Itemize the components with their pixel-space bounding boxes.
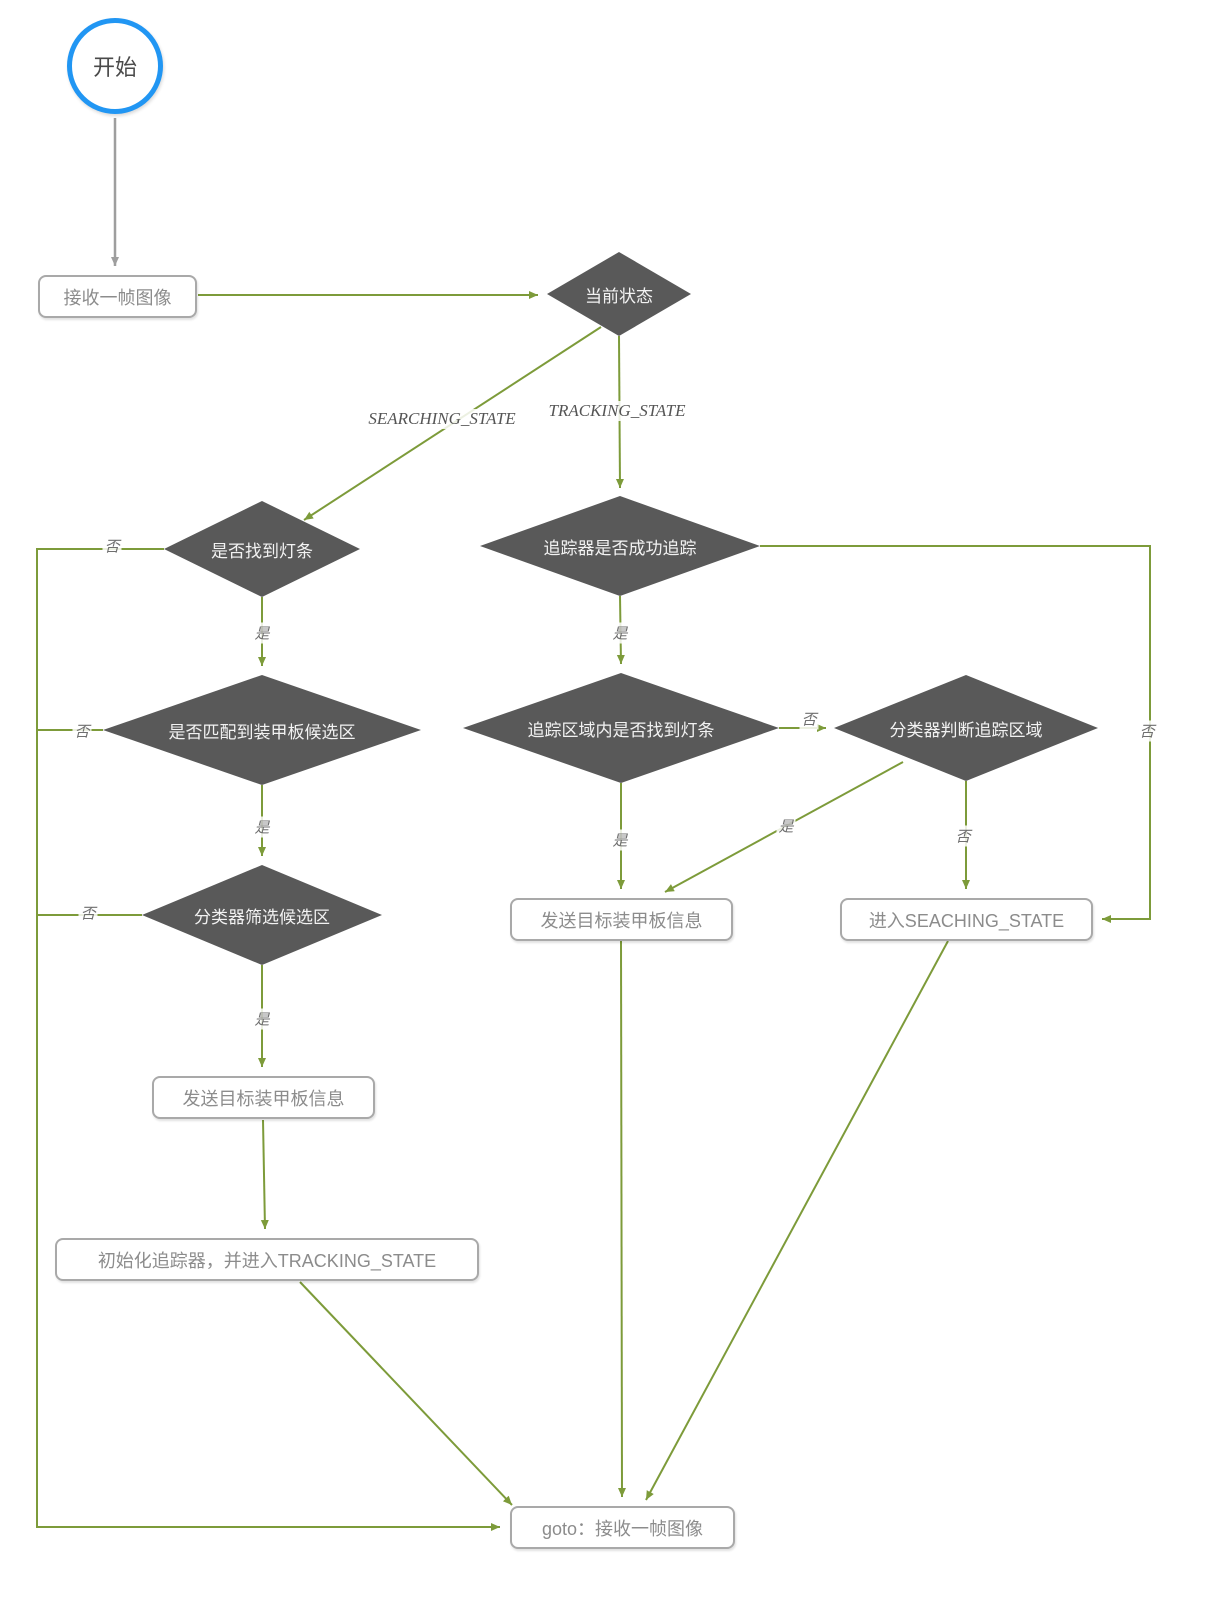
label-yes-classifier-judge: 是 — [776, 815, 796, 837]
edge-no-rail-left — [36, 548, 500, 1531]
label-yes-tracker-success: 是 — [610, 622, 630, 644]
label-searching-state: SEARCHING_STATE — [366, 409, 518, 429]
send-armor-info-left-label: 发送目标装甲板信息 — [182, 1088, 345, 1109]
tracker-success-label: 追踪器是否成功追踪 — [543, 538, 697, 558]
start-node: 开始 — [67, 18, 163, 114]
tracking-area-lightbar-label: 追踪区域内是否找到灯条 — [527, 720, 715, 740]
enter-searching-label: 进入SEACHING_STATE — [868, 910, 1065, 931]
label-no-tracker-success: 否 — [1137, 720, 1157, 742]
edge-sendleft-to-init — [260, 1119, 269, 1230]
receive-frame-label: 接收一帧图像 — [63, 287, 172, 308]
goto-receive-label: goto：接收一帧图像 — [541, 1518, 704, 1539]
classifier-filter-label: 分类器筛选候选区 — [194, 907, 330, 927]
classifier-judge-label: 分类器判断追踪区域 — [889, 720, 1043, 740]
edge-sendright-to-goto — [617, 940, 626, 1498]
edge-entersearching-to-goto — [645, 940, 949, 1501]
start-label: 开始 — [92, 55, 137, 80]
match-armor-label: 是否匹配到装甲板候选区 — [168, 722, 356, 742]
init-tracker-node: 初始化追踪器，并进入TRACKING_STATE — [55, 1238, 479, 1281]
label-no-classifier-judge: 否 — [953, 825, 973, 847]
send-armor-info-left-node: 发送目标装甲板信息 — [152, 1076, 375, 1119]
label-no-found-lightbar: 否 — [102, 535, 122, 557]
label-yes-tracking-area: 是 — [610, 829, 630, 851]
label-yes-match-armor: 是 — [252, 816, 272, 838]
goto-receive-node: goto：接收一帧图像 — [510, 1506, 735, 1549]
send-armor-info-right-node: 发送目标装甲板信息 — [510, 898, 733, 941]
found-lightbar-label: 是否找到灯条 — [211, 541, 313, 561]
init-tracker-label: 初始化追踪器，并进入TRACKING_STATE — [97, 1250, 437, 1271]
label-yes-found-lightbar: 是 — [252, 622, 272, 644]
current-state-label: 当前状态 — [585, 286, 653, 306]
label-tracking-state: TRACKING_STATE — [546, 401, 688, 421]
label-no-classifier-filter: 否 — [78, 902, 98, 924]
label-yes-classifier-filter: 是 — [252, 1008, 272, 1030]
label-no-tracking-area: 否 — [799, 708, 819, 730]
enter-searching-node: 进入SEACHING_STATE — [840, 898, 1093, 941]
edge-init-to-goto — [299, 1281, 513, 1506]
send-armor-info-right-label: 发送目标装甲板信息 — [540, 910, 703, 931]
receive-frame-node: 接收一帧图像 — [38, 275, 197, 318]
label-no-match-armor: 否 — [72, 720, 92, 742]
